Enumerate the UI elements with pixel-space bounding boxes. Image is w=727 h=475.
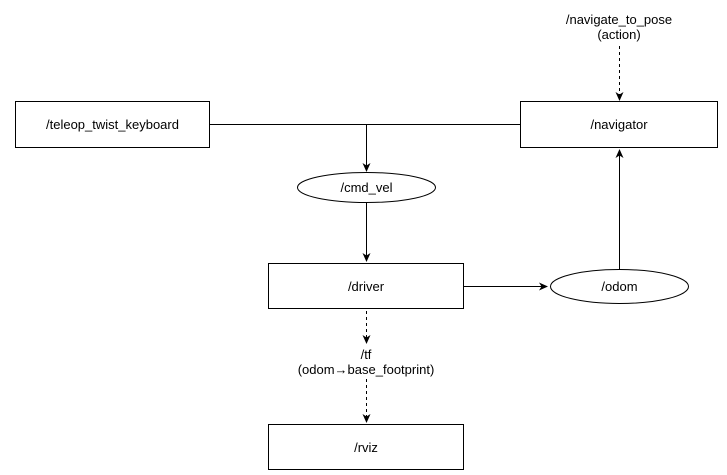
navigator-node-box <box>520 101 718 148</box>
cmd-vel-topic-ellipse <box>297 172 436 203</box>
rviz-node-box <box>268 424 464 470</box>
driver-node-box <box>268 263 464 309</box>
odom-topic-ellipse <box>550 269 689 304</box>
teleop-node-box <box>15 101 210 148</box>
